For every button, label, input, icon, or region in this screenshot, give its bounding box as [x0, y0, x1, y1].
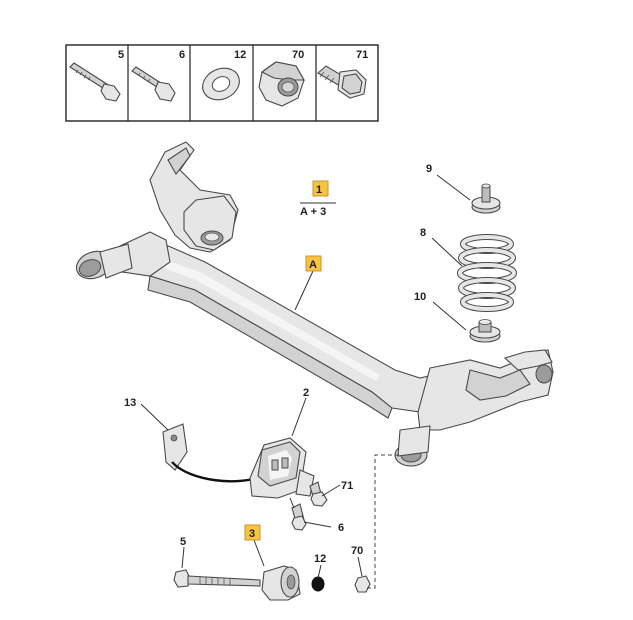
- legend-cell-5: 5: [69, 49, 124, 102]
- callout-3-text: 3: [249, 528, 255, 540]
- spring-seat-upper: [471, 183, 501, 214]
- callout-1-note: A + 3: [300, 206, 326, 218]
- leader-lines: [140, 174, 471, 579]
- callout-9: 9: [426, 163, 432, 175]
- callout-5: 5: [180, 536, 186, 548]
- assembly-guide-line: [365, 454, 399, 589]
- cable-bracket: [162, 423, 263, 483]
- callout-1-text: 1: [316, 184, 322, 196]
- legend-cell-71: 71: [317, 49, 368, 99]
- legend-cell-70: 70: [258, 49, 305, 107]
- callout-10: 10: [414, 291, 426, 303]
- callout-2: 2: [303, 387, 309, 399]
- legend-cell-6: 6: [131, 49, 185, 102]
- callout-13: 13: [124, 397, 136, 409]
- legend-ref-70: 70: [292, 49, 304, 61]
- callout-12: 12: [314, 553, 326, 565]
- short-bolt-icon: [131, 66, 176, 102]
- callout-A-text: A: [309, 259, 317, 271]
- callout-3: 3: [244, 524, 261, 541]
- legend-ref-6: 6: [179, 49, 185, 61]
- washer: [311, 576, 325, 592]
- washer-icon: [202, 67, 240, 101]
- long-bolt-icon: [69, 62, 121, 102]
- legend-ref-71: 71: [356, 49, 368, 61]
- tag-box: [312, 180, 329, 197]
- callout-6: 6: [338, 522, 344, 534]
- callout-A: A: [305, 255, 322, 272]
- callout-71: 71: [341, 480, 353, 492]
- legend-ref-12: 12: [234, 49, 246, 61]
- silentbloc-bush: [261, 565, 301, 601]
- flange-bolt-icon: [317, 65, 367, 99]
- spring-seat-lower: [469, 319, 501, 343]
- coil-spring: [457, 234, 517, 312]
- legend-cell-12: 12: [202, 49, 246, 101]
- fastener-legend-box: 5 6 12: [65, 44, 379, 122]
- hex-nut-icon: [258, 61, 305, 107]
- long-bolt: [173, 569, 261, 588]
- rear-axle-beam: [75, 141, 554, 467]
- callout-1: 1 A + 3: [300, 180, 329, 218]
- callout-70: 70: [351, 545, 363, 557]
- legend-ref-5: 5: [118, 49, 124, 61]
- mounting-bracket: [249, 437, 328, 531]
- nut: [354, 575, 371, 593]
- callout-8: 8: [420, 227, 426, 239]
